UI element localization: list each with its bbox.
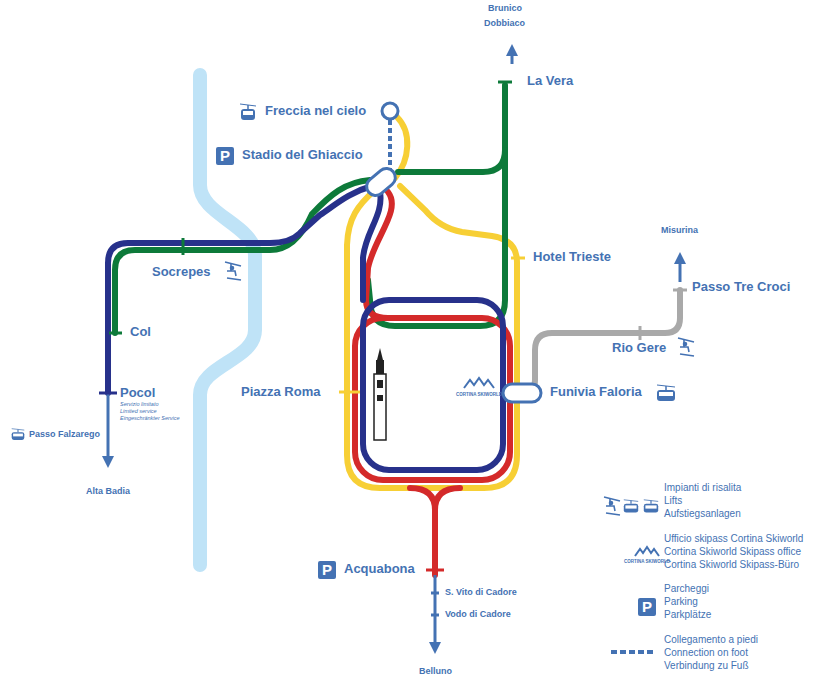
stop-name: Piazza Roma <box>240 385 321 399</box>
stop-name: Hotel Trieste <box>532 250 612 264</box>
legend-text: Parcheggi <box>664 583 709 594</box>
red-line <box>410 488 460 575</box>
parking-symbol: P <box>318 561 336 579</box>
foot-connection <box>388 120 392 172</box>
stop-name: Rio Gere <box>611 341 667 355</box>
stop-tick <box>339 391 360 394</box>
hub-stop <box>363 165 399 199</box>
gondola-icon <box>657 385 675 401</box>
stop-tick <box>511 257 525 260</box>
legend-text: Verbindung zu Fuß <box>664 660 749 671</box>
yellow-line <box>395 117 407 178</box>
skiworld-logo-text: CORTINA SKIWORLD <box>456 393 502 398</box>
lift-name: Passo Falzarego <box>29 430 100 440</box>
stop-name: Vodo di Cadore <box>445 610 511 620</box>
stop-tick <box>639 326 642 340</box>
legend-text: Lifts <box>664 495 682 506</box>
parking-symbol: P <box>638 598 656 616</box>
stop-tick <box>431 592 439 595</box>
belluno-line <box>434 575 437 648</box>
stop-name: Socrepes <box>151 265 212 279</box>
stop-name: Pocol <box>119 386 156 400</box>
destination-label: Brunico <box>488 4 522 14</box>
direction-arrow <box>511 50 514 64</box>
foot-connection-sample <box>611 650 656 654</box>
legend-text: Cortina Skiworld Skipass office <box>664 546 801 557</box>
limited-service-line <box>107 393 110 462</box>
parking-symbol: P <box>216 147 234 165</box>
legend-text: Cortina Skiworld Skipass-Büro <box>664 559 799 570</box>
gondola-icons <box>12 104 675 513</box>
gondola-icon <box>624 500 638 513</box>
stop-name: Stadio del Ghiaccio <box>241 148 364 162</box>
stop-tick <box>109 332 122 335</box>
legend-text: Impianti di risalita <box>664 482 741 493</box>
stop-tick <box>426 569 444 572</box>
stop-name: Acquabona <box>343 562 416 576</box>
stop-name: Funivia Faloria <box>549 385 643 399</box>
tower-spire <box>377 348 383 360</box>
stop-tick <box>99 392 117 395</box>
gondola-icon <box>644 500 658 513</box>
legend-text: Ufficio skipass Cortina Skiworld <box>664 533 803 544</box>
stop-tick <box>431 614 439 617</box>
destination-label: Belluno <box>419 667 452 677</box>
chairlift-icon <box>678 338 694 356</box>
skiworld-logo <box>464 378 494 388</box>
grey-line <box>517 290 680 393</box>
stop-name: S. Vito di Cadore <box>445 588 517 598</box>
chairlift-icons <box>225 262 694 515</box>
stop-tick <box>498 81 512 84</box>
cable-car-station <box>382 103 398 119</box>
service-note: Eingeschränkter Service <box>120 415 180 421</box>
green-line <box>398 85 505 172</box>
gondola-icon <box>240 104 256 120</box>
service-note: Limited service <box>120 408 157 414</box>
tower-window <box>377 395 383 401</box>
legend-text: Parkplätze <box>664 609 711 620</box>
destination-label: Dobbiaco <box>484 19 525 29</box>
stop-name: La Vera <box>526 74 574 88</box>
chairlift-icon <box>225 262 241 280</box>
stop-ticks <box>99 82 687 615</box>
destination-label: Alta Badia <box>86 487 130 497</box>
legend-text: Aufstiegsanlagen <box>664 508 741 519</box>
stop-name: Col <box>129 325 152 339</box>
tower-window <box>377 380 383 388</box>
blue-line <box>108 186 372 393</box>
tower-body <box>374 374 386 440</box>
service-note: Servizio limitato <box>120 401 159 407</box>
chairlift-icon <box>604 497 620 515</box>
blue-line <box>363 192 381 300</box>
stop-tick <box>673 289 687 292</box>
lift-name: Freccia nel cielo <box>264 104 367 118</box>
legend-text: Parking <box>664 596 698 607</box>
hub-stop <box>503 384 541 402</box>
legend-text: Connection on foot <box>664 647 748 658</box>
red-loop <box>355 318 510 480</box>
bell-tower <box>374 348 386 440</box>
stop-tick <box>182 238 185 255</box>
tower-top <box>376 360 384 374</box>
green-line <box>115 180 370 333</box>
skiworld-logo <box>635 547 659 556</box>
yellow-line <box>347 186 517 488</box>
blue-loop <box>363 300 503 470</box>
gondola-icon <box>12 429 25 440</box>
stop-name: Passo Tre Croci <box>691 280 791 294</box>
legend-text: Collegamento a piedi <box>664 634 758 645</box>
direction-arrow <box>679 258 682 282</box>
skiworld-logo-text: CORTINA SKIWORLD <box>624 560 670 565</box>
destination-label: Misurina <box>661 226 698 236</box>
